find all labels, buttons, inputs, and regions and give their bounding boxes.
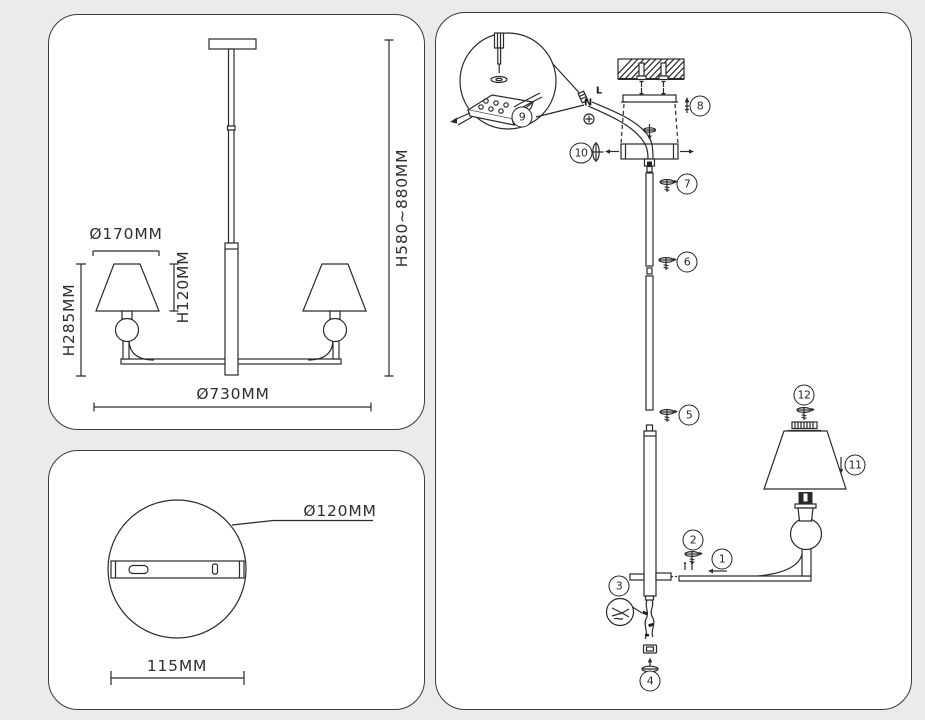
screw-icon-step7 [659, 179, 679, 193]
dimension-line-115 [110, 671, 245, 685]
center-column [643, 424, 657, 597]
right-ball [322, 317, 348, 343]
step-marker-2: 2 [682, 529, 704, 551]
chandelier-dimension-drawing [76, 38, 394, 412]
dim-shade-height: H120MM [174, 250, 192, 324]
left-neck [121, 310, 133, 320]
dim-bracket-length: 115MM [146, 657, 208, 675]
step-marker-10: 10 [569, 142, 593, 164]
dim-shade-diameter: Ø170MM [89, 225, 163, 243]
stem-coupler [643, 158, 656, 173]
ground-screw-icon [583, 113, 595, 125]
ceiling-hatch [617, 58, 685, 81]
step-marker-3: 3 [608, 575, 630, 597]
rod-segment-2 [645, 275, 654, 411]
supply-wires [587, 101, 654, 160]
screw-up-icon [684, 97, 690, 113]
dim-fixture-width: Ø730MM [196, 385, 270, 403]
step-marker-1: 1 [711, 548, 733, 570]
screw-icon-step2 [684, 550, 704, 565]
bracket-slot [128, 564, 149, 575]
center-column [224, 242, 239, 376]
ceiling-plate [208, 38, 257, 50]
step-marker-9: 9 [511, 106, 533, 128]
dimension-lines [76, 39, 394, 412]
shade-down-arrow [838, 457, 844, 474]
step-marker-11: 11 [844, 454, 866, 476]
ceiling-bracket [620, 94, 679, 145]
screw-icon-step5 [659, 409, 679, 423]
dim-hanging-height: H580~880MM [393, 148, 411, 268]
wire-connector-icon [577, 90, 589, 104]
bracket-hole [211, 563, 219, 575]
step-marker-5: 5 [678, 404, 700, 426]
left-ball [114, 317, 140, 343]
left-fillet [128, 338, 155, 361]
leader-line [231, 519, 373, 526]
chandelier-outline [95, 38, 367, 376]
dim-fixture-height: H285MM [60, 283, 78, 357]
panel-ceiling-plate: Ø120MM 115MM [48, 450, 425, 710]
left-post [122, 340, 130, 360]
terminal-detail-bubble [450, 32, 557, 130]
mini-screws [683, 562, 694, 570]
screw-icon-step6 [658, 257, 678, 271]
step-marker-6: 6 [676, 251, 698, 273]
rod-connector [646, 267, 653, 275]
right-neck [329, 310, 341, 320]
bubble-leader-lines [535, 62, 585, 118]
step-marker-7: 7 [676, 173, 698, 195]
wire-twist-bubble [605, 597, 643, 627]
step-marker-4: 4 [639, 670, 661, 692]
rod-segment-1 [645, 172, 654, 267]
right-shade [302, 263, 367, 312]
stem-lower [227, 129, 235, 244]
mount-bracket-bar [110, 560, 245, 579]
right-post [332, 340, 340, 360]
step-marker-8: 8 [689, 95, 711, 117]
finial-screw-icon [796, 407, 816, 421]
arm-insert-arrow [708, 568, 727, 574]
wire-label-live: L [595, 85, 603, 97]
lampshade [763, 421, 847, 490]
stem-upper [227, 48, 235, 127]
canopy-bar [605, 143, 694, 160]
assembly-drawing [450, 32, 847, 676]
stem-joint [226, 125, 236, 131]
arm-ball [789, 517, 823, 551]
panel-assembly-steps: L N 1 2 3 4 5 6 7 8 9 10 11 12 [435, 12, 912, 710]
screwdriver-icon [493, 32, 505, 73]
arm-sockets [629, 572, 679, 581]
ceiling-plate-drawing [107, 499, 373, 685]
step-marker-12: 12 [793, 384, 815, 406]
washer-icon [490, 75, 508, 84]
panel-front-dimensions: Ø170MM H285MM H120MM H580~880MM Ø730MM [48, 14, 425, 430]
wall-anchor-icon [636, 62, 669, 81]
right-fillet [307, 338, 334, 361]
left-shade [95, 263, 160, 312]
lamp-socket [794, 492, 817, 522]
connector-cap [642, 644, 658, 654]
wire-label-neutral: N [583, 97, 593, 109]
dim-plate-diameter: Ø120MM [303, 502, 377, 520]
arm-wires [642, 595, 655, 640]
